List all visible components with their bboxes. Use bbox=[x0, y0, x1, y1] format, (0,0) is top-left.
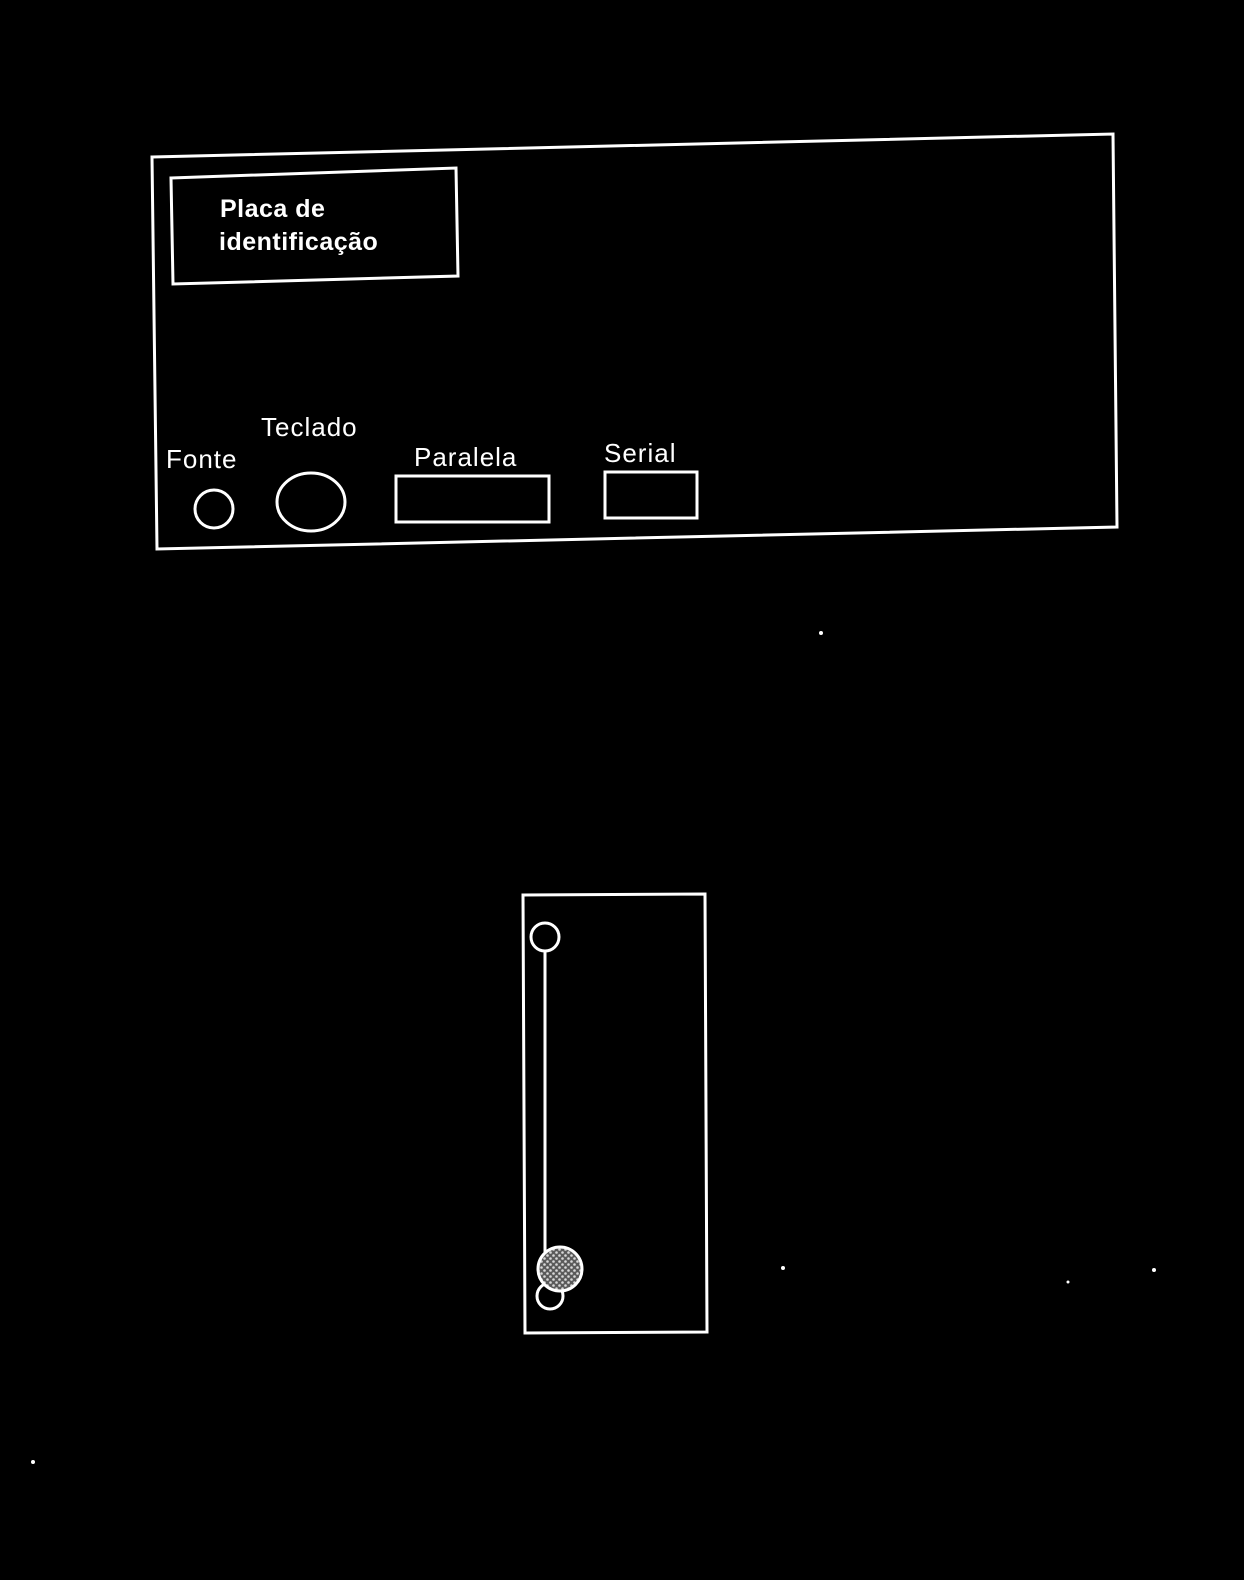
identification-plate bbox=[169, 166, 460, 286]
slider-top-knob-icon bbox=[529, 921, 561, 953]
parallel-port-label: Paralela bbox=[414, 442, 517, 472]
serial-connector-icon bbox=[603, 470, 699, 520]
front-panel-outline bbox=[521, 892, 709, 1335]
power-port-label: Fonte bbox=[166, 444, 238, 474]
scan-speck bbox=[781, 1266, 785, 1270]
parallel-connector-icon bbox=[394, 474, 551, 524]
scan-speck bbox=[1066, 1280, 1070, 1284]
scan-speck bbox=[819, 631, 823, 635]
scan-speck bbox=[31, 1460, 35, 1464]
power-connector-icon bbox=[193, 488, 235, 530]
plate-label-line1: Placa de bbox=[220, 195, 325, 223]
serial-port-label: Serial bbox=[604, 438, 676, 468]
keyboard-connector-icon bbox=[275, 471, 347, 533]
back-panel-outline bbox=[150, 132, 1119, 551]
slider-indicator-icon bbox=[536, 1245, 584, 1293]
scan-speck bbox=[1152, 1268, 1156, 1272]
keyboard-port-label: Teclado bbox=[261, 412, 358, 442]
plate-label-line2: identificação bbox=[219, 228, 378, 256]
